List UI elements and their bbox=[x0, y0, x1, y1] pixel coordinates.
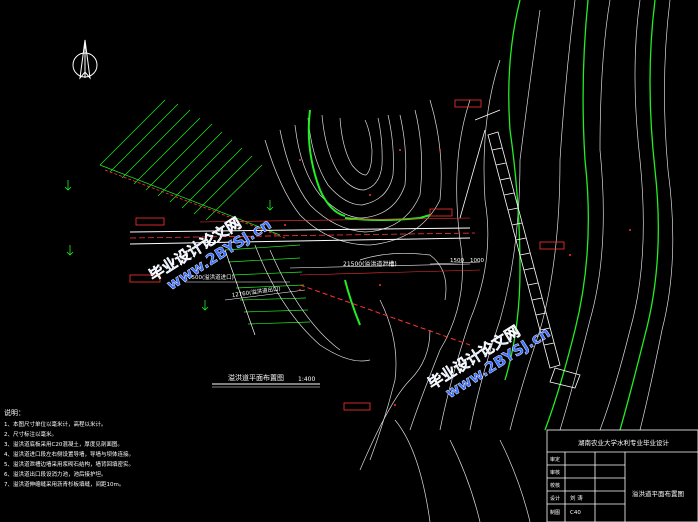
dim-label-d: 1500 bbox=[450, 258, 464, 264]
elevation-marks bbox=[284, 149, 631, 406]
titleblock-row-label: 校核 bbox=[550, 482, 560, 489]
flow-arrow-icons bbox=[64, 180, 274, 311]
dim-label-b: 21500(溢洪道泄槽) bbox=[343, 260, 397, 268]
titleblock-designer: 刘 涛 bbox=[570, 494, 583, 502]
slope-hatch-left bbox=[99, 99, 281, 236]
titleblock-row-label: 审定 bbox=[550, 456, 560, 463]
hillside-contours bbox=[394, 0, 674, 522]
note-item: 1、本图尺寸单位以毫米计，高程以米计。 bbox=[4, 422, 107, 428]
spillway-chute bbox=[474, 109, 581, 389]
note-item: 3、溢洪道底板采用C20混凝土，厚度见剖面图。 bbox=[4, 442, 123, 448]
dim-label-e: 1000 bbox=[470, 258, 484, 264]
titleblock-grade: C40 bbox=[570, 510, 581, 516]
notes-heading: 说明： bbox=[4, 409, 25, 417]
spillway-axis bbox=[129, 129, 486, 346]
dim-label-c: 12760(溢洪道出口) bbox=[231, 284, 281, 299]
red-dash-left bbox=[104, 169, 286, 239]
terrain-contours bbox=[254, 99, 447, 471]
dim-label-a: 7500(溢洪道进口) bbox=[188, 273, 234, 281]
plan-title-rule bbox=[212, 383, 320, 388]
titleblock-row-label: 制图 bbox=[550, 509, 560, 516]
note-item: 4、溢洪道进口段左右侧设置导墙，导墙与坝体连接。 bbox=[4, 452, 135, 458]
red-label-tags bbox=[129, 99, 565, 411]
plan-title: 溢洪道平面布置图 bbox=[228, 373, 284, 382]
titleblock-row-label: 设计 bbox=[550, 495, 560, 502]
note-item: 6、溢洪道出口段设消力池，池后接护坦。 bbox=[4, 472, 107, 478]
dimension-lines bbox=[185, 261, 481, 301]
north-arrow-icon bbox=[72, 39, 98, 80]
note-item: 5、溢洪道泄槽边墙采用浆砌石结构，墙背回填密实。 bbox=[4, 462, 135, 468]
hillside-contours-green bbox=[504, 0, 659, 431]
note-item: 2、尺寸标注以毫米。 bbox=[4, 432, 57, 438]
green-contour-center bbox=[307, 109, 431, 326]
design-notes: 说明： 1、本图尺寸单位以毫米计，高程以米计。 2、尺寸标注以毫米。 3、溢洪道… bbox=[4, 408, 204, 490]
watermark-2: 毕业设计论文网 www.2BYSJ.cn bbox=[425, 322, 554, 402]
titleblock-drawing-name: 溢洪道平面布置图 bbox=[632, 489, 684, 498]
titleblock-row-label: 审核 bbox=[550, 469, 560, 476]
title-block bbox=[546, 429, 698, 522]
titleblock-university: 湖南农业大学水利专业毕业设计 bbox=[578, 438, 670, 447]
note-item: 7、溢洪道伸缩缝采用沥青杉板填缝，间距10m。 bbox=[4, 482, 125, 488]
plan-scale: 1:400 bbox=[298, 376, 315, 383]
